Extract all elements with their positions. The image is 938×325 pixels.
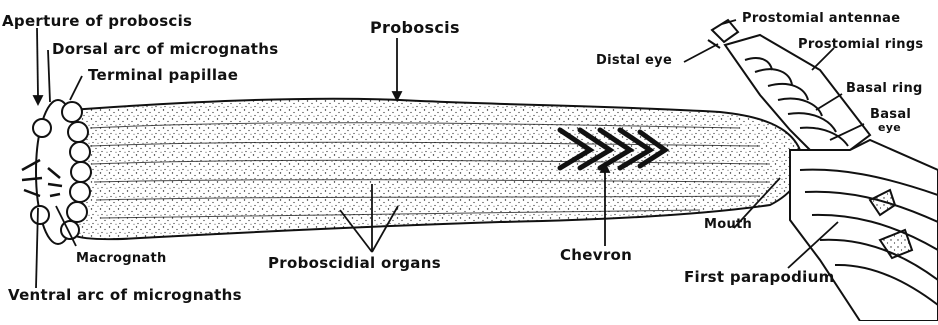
label-proboscis: Proboscis [370,20,460,36]
label-mouth: Mouth [704,218,752,231]
label-distal-eye: Distal eye [596,54,672,67]
body-segments-drawing [790,140,938,321]
label-basal-eye-line-2: eye [878,122,901,133]
proboscis-body [70,99,803,240]
label-basal-eye-line-1: Basal [870,108,911,121]
label-ventral-arc-of-micrognaths: Ventral arc of micrognaths [8,288,242,303]
label-prostomial-antennae: Prostomial antennae [742,12,900,25]
label-aperture-of-proboscis: Aperture of proboscis [2,14,192,29]
label-prostomial-rings: Prostomial rings [798,38,923,51]
label-chevron: Chevron [560,248,632,263]
label-macrognath: Macrognath [76,252,167,265]
label-first-parapodium: First parapodium [684,270,835,285]
label-terminal-papillae: Terminal papillae [88,68,238,83]
label-dorsal-arc-of-micrognaths: Dorsal arc of micrognaths [52,42,278,57]
label-proboscidial-organs: Proboscidial organs [268,256,441,271]
label-basal-ring: Basal ring [846,82,923,95]
